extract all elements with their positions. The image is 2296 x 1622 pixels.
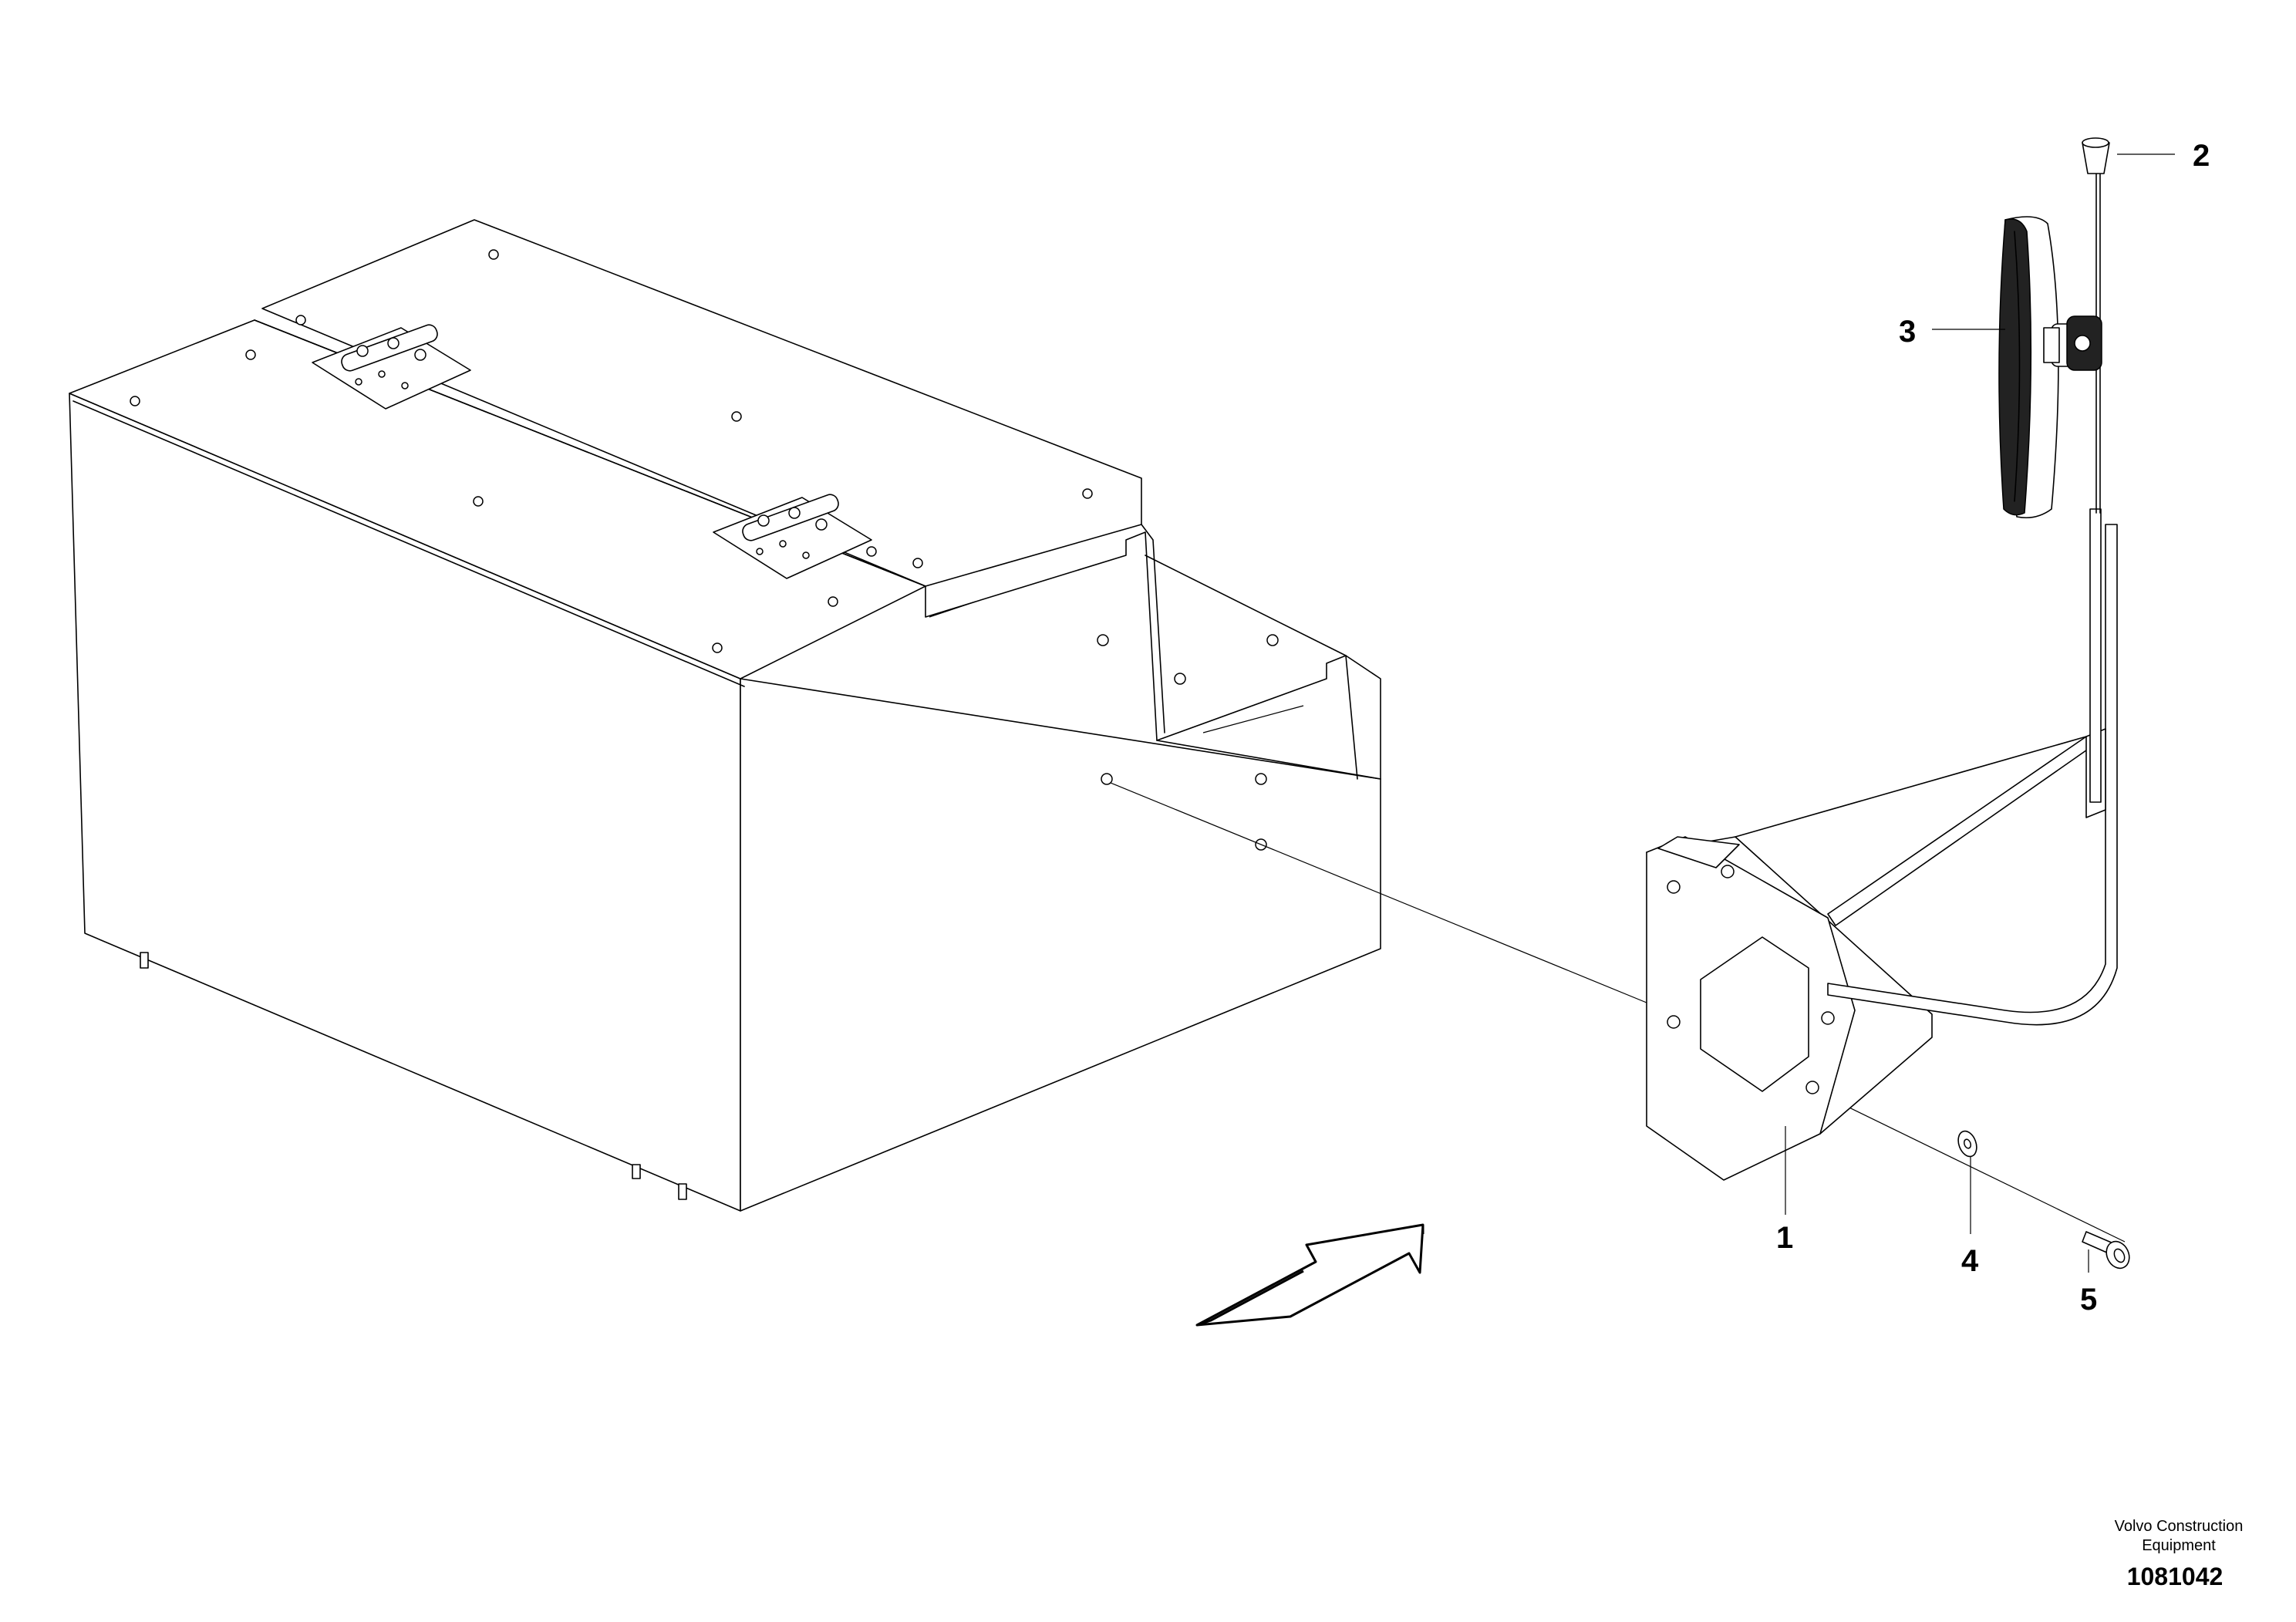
callout-1: 1 [1776, 1221, 1793, 1255]
storage-box [69, 219, 1381, 1212]
callout-3: 3 [1899, 315, 1916, 349]
callout-4: 4 [1961, 1244, 1979, 1278]
mirror-arm [1735, 173, 2118, 1026]
hinge-right [713, 494, 872, 579]
hinge-left [312, 324, 471, 410]
mirror-bracket [1646, 836, 1933, 1181]
drawing-number: 1081042 [2127, 1563, 2224, 1590]
footer-company-line2: Equipment [2142, 1537, 2216, 1554]
footer-company-line1: Volvo Construction [2115, 1518, 2244, 1535]
washer [1957, 1130, 1977, 1158]
callout-2: 2 [2193, 139, 2210, 173]
callout-5: 5 [2080, 1283, 2097, 1317]
rod-cap [2082, 137, 2110, 174]
bolt [2082, 1231, 2130, 1270]
assembly-line-box-to-bracket [1110, 782, 1647, 1003]
mirror-head [1998, 216, 2102, 519]
direction-arrow-icon [1195, 1223, 1424, 1327]
